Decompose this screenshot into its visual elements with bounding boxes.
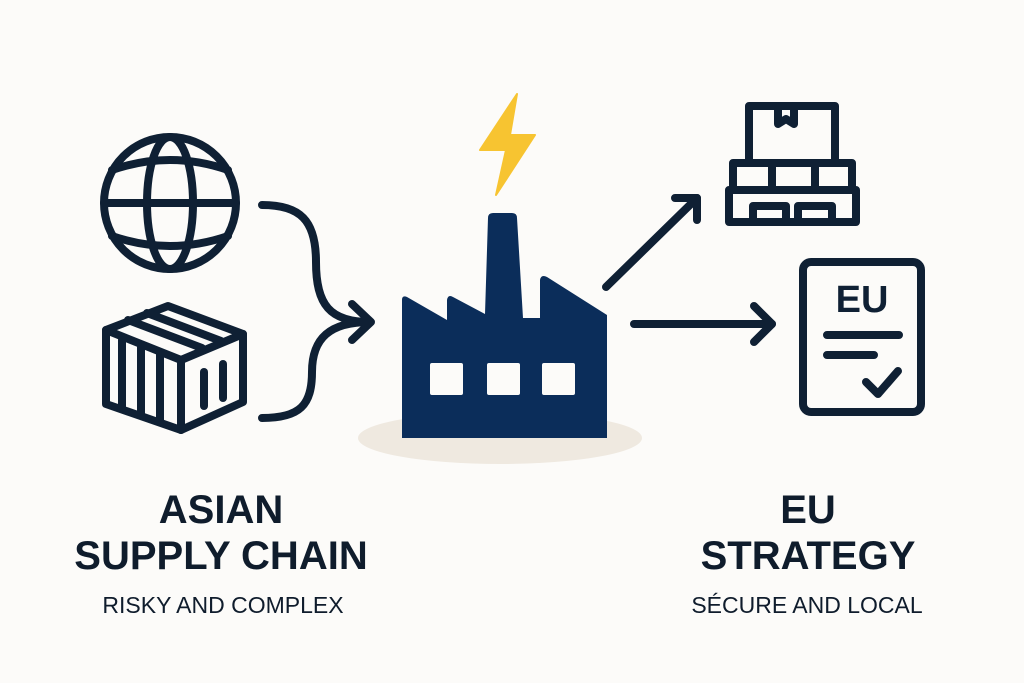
document-label: EU: [836, 279, 889, 321]
lightning-bolt-icon: [479, 93, 536, 196]
eu-document-icon: EU: [799, 258, 925, 416]
left-title-line1: ASIAN: [159, 488, 283, 532]
pallet-box-icon: [725, 102, 860, 226]
right-title-line2: STRATEGY: [701, 534, 916, 578]
left-title-line2: SUPPLY CHAIN: [74, 534, 367, 578]
output-arrows: [602, 194, 776, 346]
left-subtitle: RISKY AND COMPLEX: [102, 592, 343, 618]
shipping-container-icon: [102, 302, 247, 434]
factory-icon: [402, 213, 607, 438]
right-subtitle: SÉCURE AND LOCAL: [691, 592, 923, 618]
merge-arrows: [258, 201, 375, 422]
globe-icon: [100, 133, 240, 273]
right-title-line1: EU: [780, 488, 836, 532]
